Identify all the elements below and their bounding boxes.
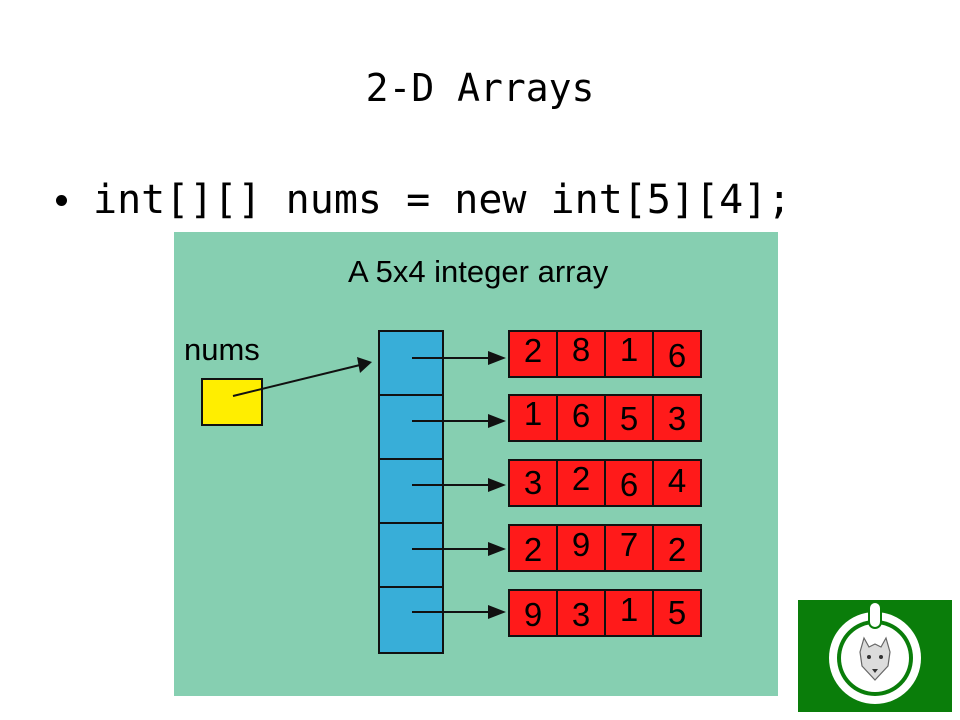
array-cell: 6 [558,396,606,440]
row-array-3: 2 9 7 2 [508,524,702,572]
array-cell: 2 [510,526,558,570]
bullet-dot-icon [56,194,67,206]
bullet-item: int[][] nums = new int[5][4]; [56,174,791,226]
array-cell: 3 [558,591,606,635]
array-cell: 8 [558,331,606,376]
variable-box [201,378,263,426]
reference-divider [380,522,442,524]
row-arrow-0 [412,351,506,365]
arrows-layer [232,351,506,619]
variable-label: nums [184,332,260,367]
array-cell: 1 [606,591,654,635]
array-cell: 2 [558,460,606,505]
array-cell: 5 [606,396,654,440]
reference-column [378,330,444,654]
array-cell: 6 [667,337,687,374]
array-cell: 4 [667,462,687,499]
wolf-seal-icon [829,601,921,704]
array-cell: 9 [558,526,606,570]
row-arrow-3 [412,542,506,556]
array-cell: 5 [667,594,687,631]
row-array-4: 9 3 1 5 [508,589,702,637]
row-array-2: 3 2 6 4 [508,459,702,507]
array-cell: 3 [510,461,558,505]
array-cell: 2 [667,531,687,568]
row-arrow-1 [412,414,506,428]
array-cell: 9 [510,591,558,635]
bullet-text: int[][] nums = new int[5][4]; [93,177,792,223]
reference-divider [380,586,442,588]
row-arrow-4 [412,605,506,619]
school-logo [798,600,952,712]
array-diagram: A 5x4 integer array nums 2 8 1 6 1 6 5 3… [174,232,778,696]
array-cell: 3 [667,400,687,437]
pointer-arrow [232,357,372,397]
diagram-title: A 5x4 integer array [348,254,609,289]
array-cell: 6 [606,461,654,505]
reference-divider [380,458,442,460]
row-array-1: 1 6 5 3 [508,394,702,442]
reference-divider [380,394,442,396]
array-cell: 2 [510,332,558,376]
slide-title: 2-D Arrays [365,66,595,110]
array-cell: 7 [606,526,654,570]
row-array-0: 2 8 1 6 [508,330,702,378]
array-cell: 1 [606,331,654,376]
row-arrow-2 [412,478,506,492]
array-cell: 1 [510,395,558,440]
